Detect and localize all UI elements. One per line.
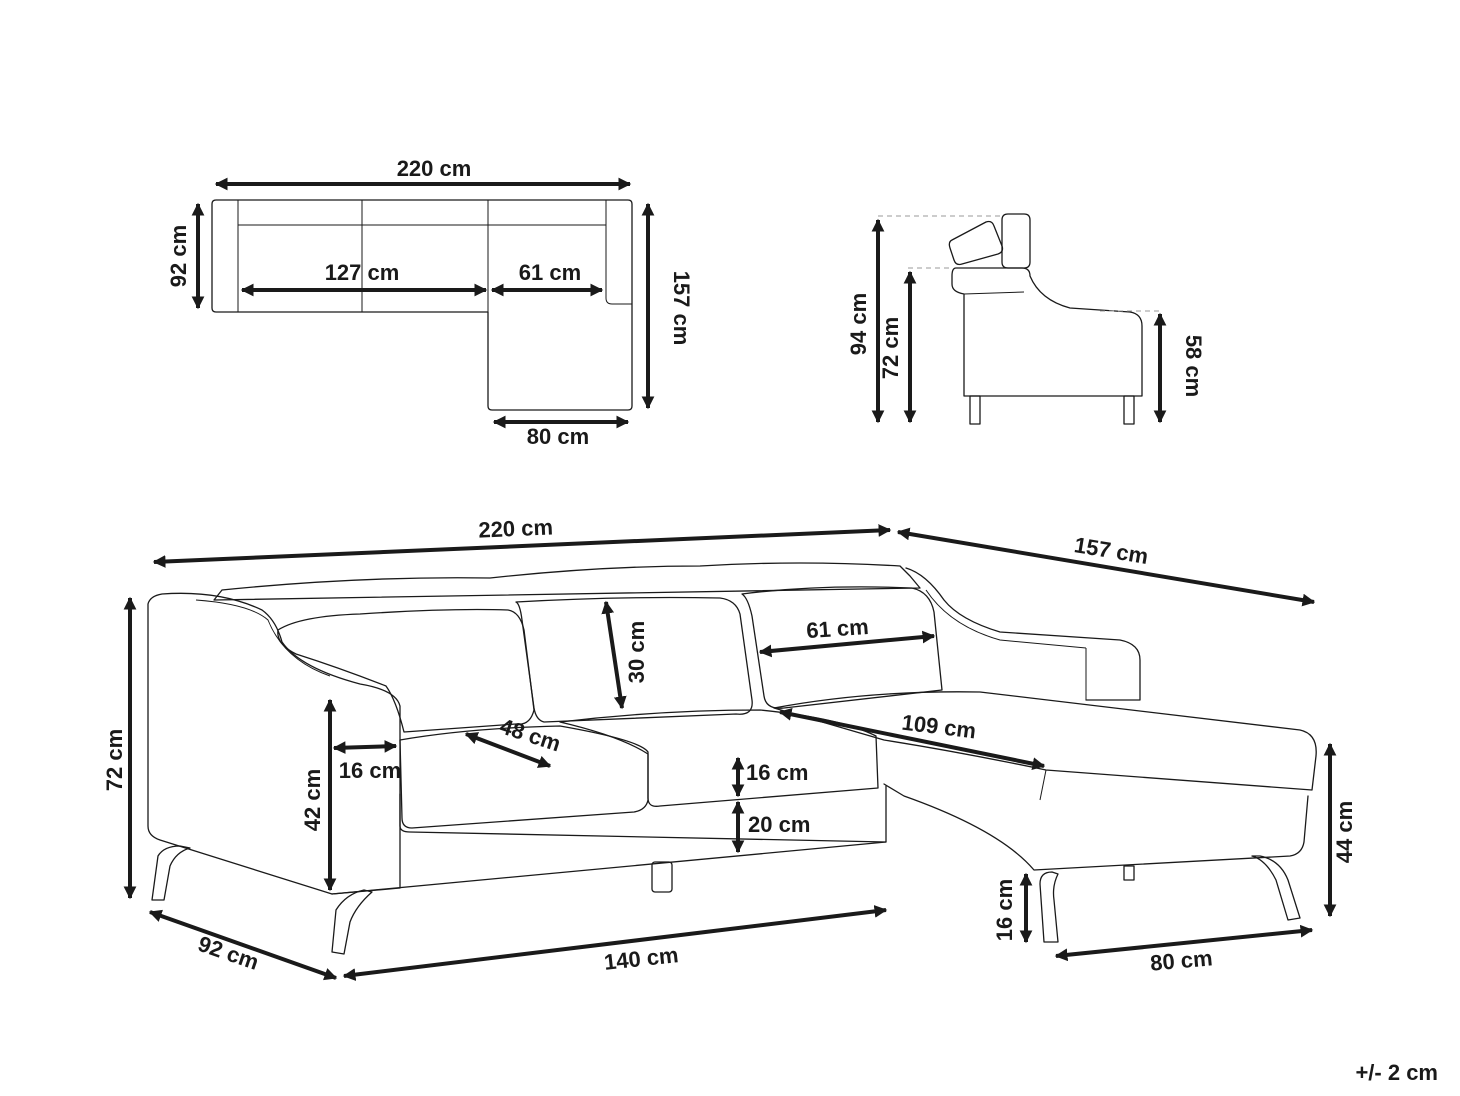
leg-middle [651,861,673,893]
persp-leg-height-label: 16 cm [992,879,1017,941]
back-cushion-3 [741,586,943,709]
persp-chaise-length-arrow [896,527,1316,607]
persp-cushion-height-arrow [601,600,627,710]
sofa-bottom-edge [331,841,887,895]
persp-width-arrow [152,524,892,568]
persp-seat-cushion-height-label: 16 cm [746,760,808,785]
leg-front-left [331,889,373,955]
persp-depth-arrow [148,909,338,981]
tolerance-note: +/- 2 cm [1355,1060,1438,1085]
sofa-back [213,562,921,601]
persp-chaise-width-arrow [1054,924,1314,962]
sofa-left-arm-inner [195,599,331,677]
persp-cushion-height-label: 30 cm [624,621,649,683]
persp-front-width-arrow [342,905,888,981]
side-view: 94 cm 72 cm 58 cm [846,213,1206,425]
persp-arm-width-label: 16 cm [339,758,401,783]
persp-chaise-depth-arrow [778,708,1046,770]
leg-left [151,845,191,901]
side-total-height-label: 94 cm [846,293,871,355]
persp-cushion-width-arrow [758,630,936,658]
persp-arm-width-arrow [332,739,398,755]
back-cushion-1 [277,608,535,733]
persp-width-label: 220 cm [478,514,554,542]
persp-depth-label: 92 cm [195,931,262,975]
leg-chaise-back [1123,865,1135,881]
top-view-outline [211,199,633,411]
persp-seat-depth-arrow [464,732,552,768]
back-cushion-2 [515,596,753,723]
top-depth-label: 92 cm [166,225,191,287]
persp-base-height-label: 20 cm [748,812,810,837]
top-view-right-arm [605,200,632,305]
seat-cushion-1 [399,725,649,829]
persp-chaise-height-label: 44 cm [1332,801,1357,863]
side-back-height-label: 72 cm [878,317,903,379]
sofa-left-arm [147,592,401,895]
chaise-side [1039,769,1047,801]
leg-chaise-right [1251,855,1301,921]
leg-chaise-front [1039,871,1059,943]
persp-chaise-width-label: 80 cm [1149,945,1213,975]
side-view-back-cushion [1001,213,1031,269]
side-view-front-leg [969,395,981,425]
top-seat-width-label: 127 cm [325,260,400,285]
top-chaise-seat-label: 61 cm [519,260,581,285]
sofa-base-front [399,785,887,843]
top-chaise-width-label: 80 cm [527,424,589,449]
persp-back-height-label: 72 cm [102,729,127,791]
side-view-pillow [948,220,1004,266]
side-arm-height-label: 58 cm [1181,335,1206,397]
side-view-seat-line [963,291,1025,295]
persp-seat-height-label: 42 cm [300,769,325,831]
chaise-front [883,783,1309,871]
persp-cushion-width-label: 61 cm [805,614,869,643]
top-chaise-length-label: 157 cm [669,271,694,346]
persp-front-width-label: 140 cm [603,942,680,975]
side-view-rear-leg [1123,395,1135,425]
perspective-view: 220 cm 157 cm 30 cm 61 cm 109 cm 48 cm 1… [102,514,1357,981]
side-view-body [951,267,1143,397]
top-width-label: 220 cm [397,156,472,181]
top-view: 220 cm 92 cm 127 cm 61 cm 157 cm 80 cm [166,156,694,449]
